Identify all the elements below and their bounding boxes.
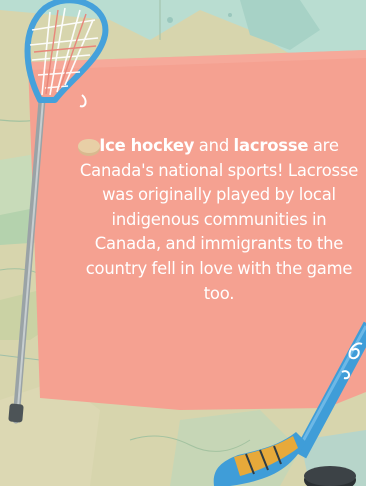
fact-paragraph: Ice hockey and lacrosse are Canada's nat… — [78, 134, 360, 306]
term-lacrosse: lacrosse — [233, 136, 309, 155]
term-ice-hockey: Ice hockey — [99, 136, 195, 155]
connector-text: and — [194, 136, 234, 155]
fact-body: are Canada's national sports! Lacrosse w… — [79, 136, 359, 303]
